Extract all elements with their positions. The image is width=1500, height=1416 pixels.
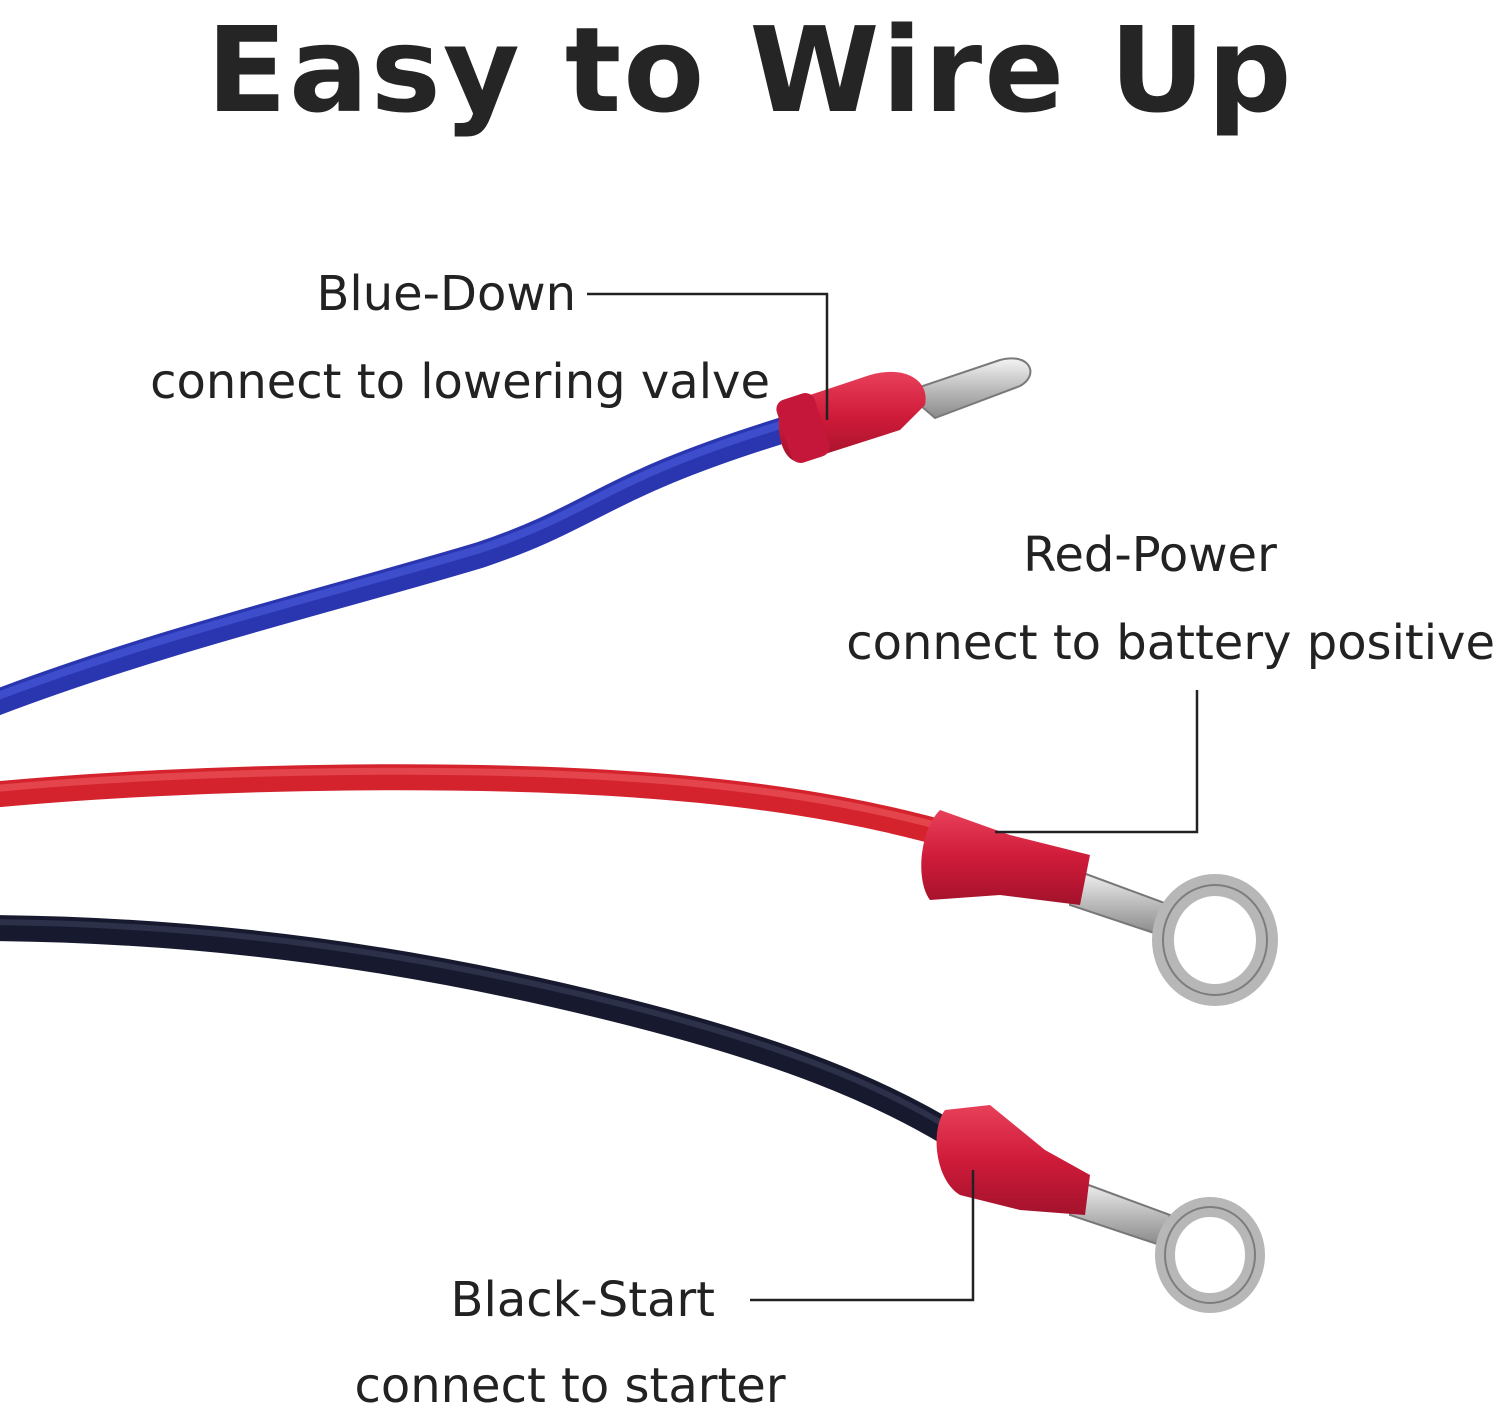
blue-wire-description: connect to lowering valve	[150, 354, 770, 410]
red-wire	[0, 764, 973, 851]
blue-wire	[0, 412, 813, 716]
leader-lines	[587, 292, 1199, 1302]
ring-terminal-red	[921, 810, 1278, 1006]
black-wire-description: connect to starter	[354, 1358, 786, 1414]
black-wire-name: Black-Start	[450, 1272, 715, 1328]
page-title: Easy to Wire Up	[206, 1, 1294, 139]
leader-line-black	[750, 1170, 975, 1302]
leader-line-red	[995, 690, 1199, 834]
bullet-terminal	[776, 357, 1032, 463]
blue-wire-name: Blue-Down	[316, 266, 576, 322]
black-wire	[0, 915, 973, 1153]
leader-line-blue	[587, 292, 829, 420]
red-wire-description: connect to battery positive	[846, 615, 1495, 671]
ring-terminal-black	[936, 1105, 1265, 1313]
red-wire-name: Red-Power	[1023, 527, 1277, 583]
